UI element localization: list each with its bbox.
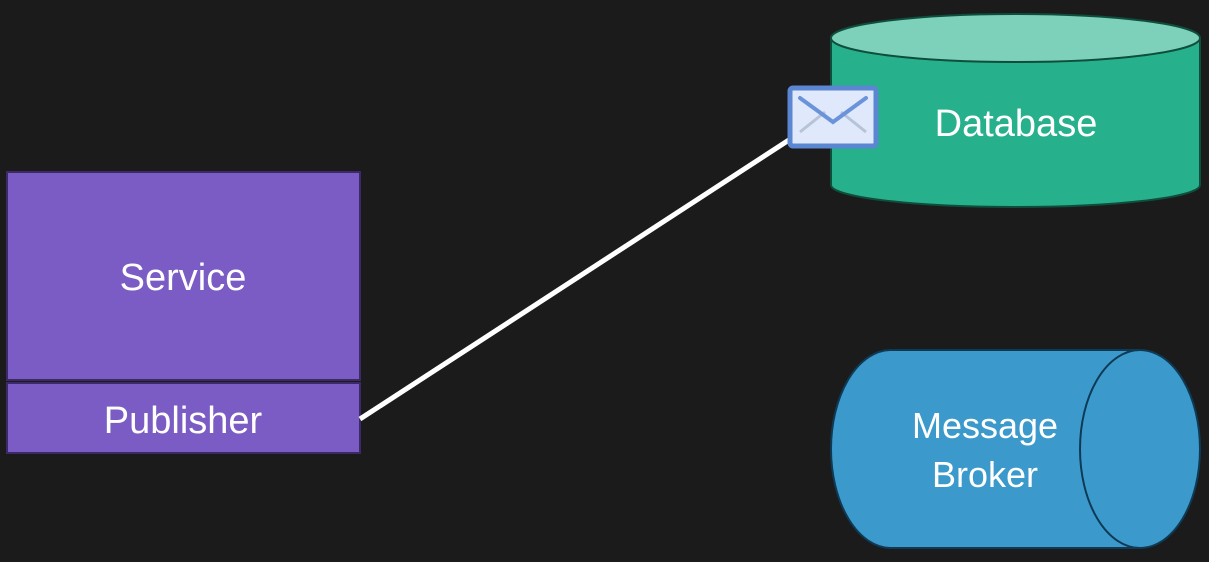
publisher-box[interactable]: Publisher [6, 382, 361, 454]
publisher-label: Publisher [104, 400, 263, 442]
message-broker-cylinder[interactable]: Message Broker [830, 349, 1201, 549]
service-label: Service [120, 257, 247, 299]
broker-label-line2: Broker [932, 454, 1038, 495]
broker-label-line1: Message [912, 405, 1058, 446]
envelope-icon [787, 85, 879, 149]
service-box[interactable]: Service [6, 171, 361, 381]
database-cylinder[interactable]: Database [830, 13, 1201, 208]
database-label: Database [935, 103, 1098, 145]
publisher-to-database-connector [358, 135, 794, 422]
